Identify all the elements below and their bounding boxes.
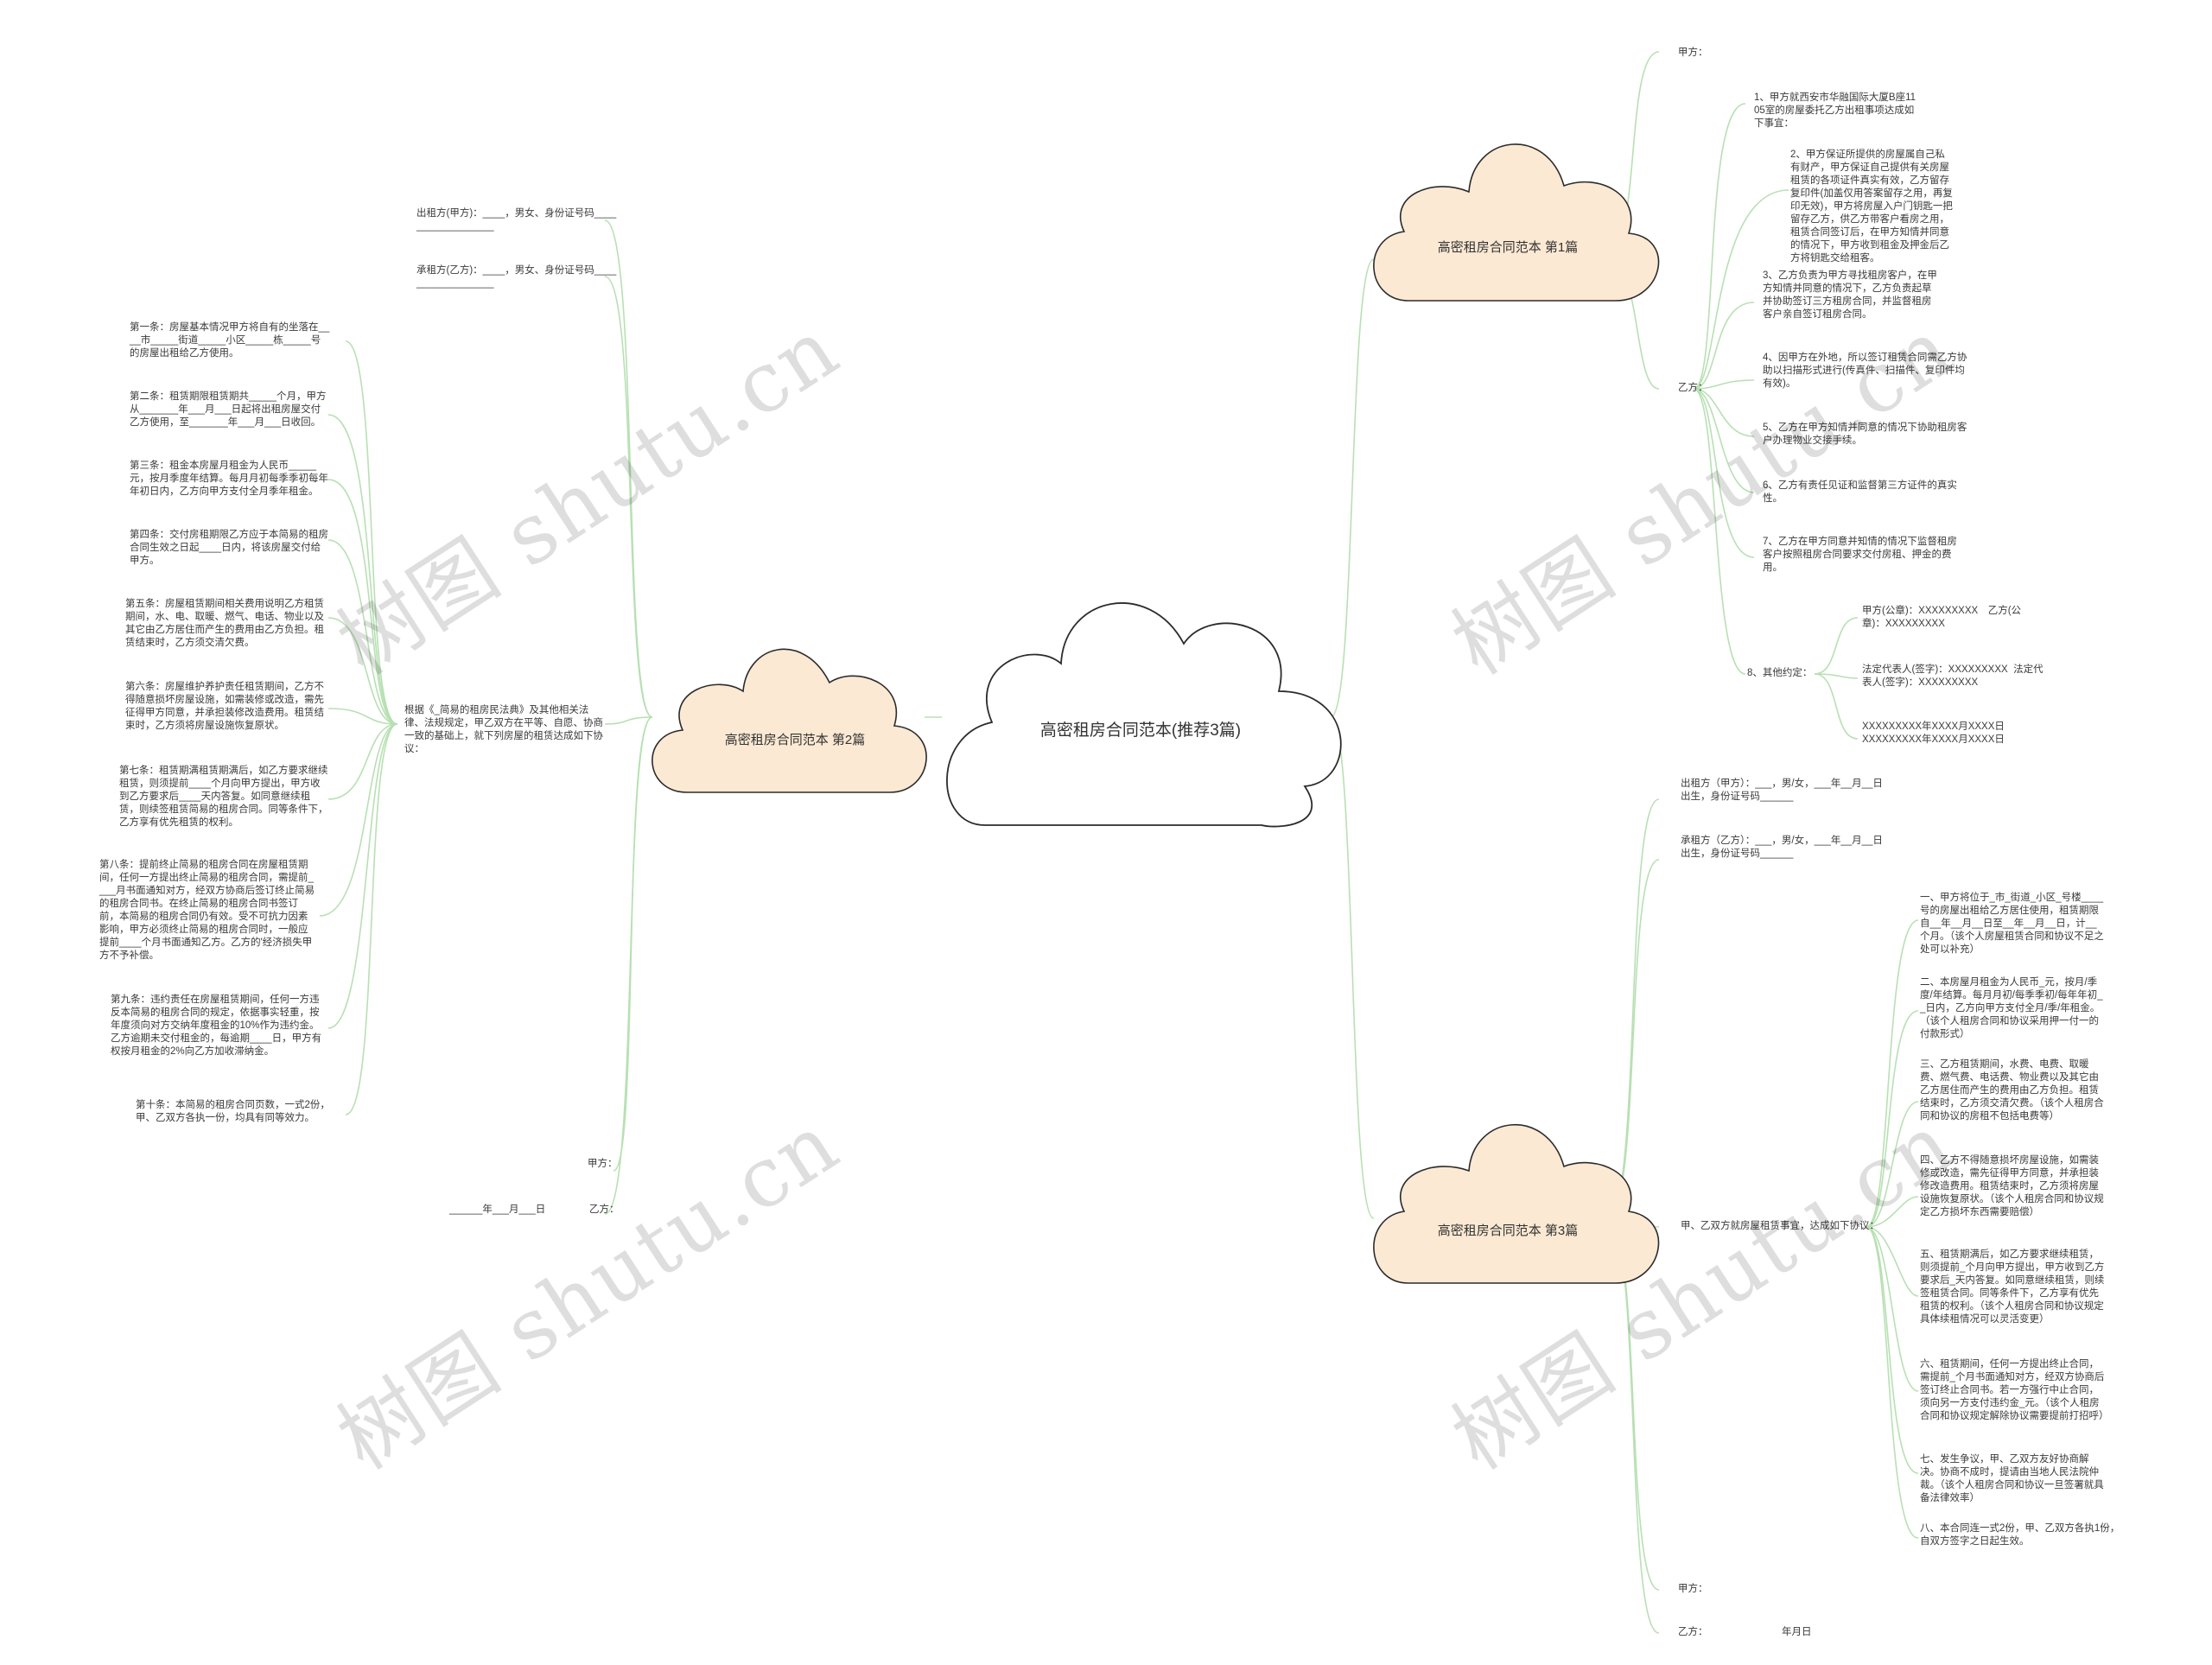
b3-item-3: 三、乙方租赁期间，水费、电费、取暖费、燃气费、电话费、物业费以及其它由乙方居住而… (1920, 1059, 2104, 1122)
b2-chengzufang: 承租方(乙方)：____，男女、身份证号码____ ______________ (416, 265, 617, 289)
b1-yi: 乙方： (1678, 383, 1708, 393)
b2-clause-1: 第一条：房屋基本情况甲方将自有的坐落在____市_____街道_____小区__… (130, 322, 330, 359)
connector-center-b1 (1330, 258, 1375, 718)
b3-item-7: 七、发生争议，甲、乙双方友好协商解决。协商不成时，提请由当地人民法院仲裁。（该个… (1920, 1454, 2104, 1503)
b1-item-1: 1、甲方就西安市华融国际大厦B座1105室的房屋委托乙方出租事项达成如下事宜： (1754, 92, 1916, 129)
branch3-title: 高密租房合同范本 第3篇 (1437, 1223, 1579, 1238)
b2-clause-6: 第六条：房屋维护养护责任租赁期间，乙方不得随意损坏房屋设施，如需装修或改造，需先… (125, 682, 324, 731)
b2-date: ______年___月___日 (449, 1204, 546, 1215)
b2-yi: 乙方： (589, 1204, 620, 1215)
b3-jia: 甲方： (1678, 1584, 1708, 1594)
b2-clause-5: 第五条：房屋租赁期间相关费用说明乙方租赁期间，水、电、取暖、燃气、电话、物业以及… (125, 599, 324, 648)
b1-item-8-sub-3: XXXXXXXXX年XXXX月XXXX日 XXXXXXXXX年XXXX月XXXX… (1862, 721, 2005, 745)
branch3-cloud[interactable] (1373, 1123, 1660, 1284)
b2-genju: 根据《_简易的租房民法典》及其他相关法律、法规规定，甲乙双方在平等、自愿、协商一… (404, 705, 603, 754)
b2-clause-3: 第三条：租金本房屋月租金为人民币_____元，按月季度年结算。每月月初每季季初每… (130, 461, 328, 497)
b3-item-6: 六、租赁期间，任何一方提出终止合同，需提前_个月书面通知对方，经双方协商后签订终… (1920, 1359, 2109, 1421)
b3-date: 年月日 (1782, 1627, 1812, 1637)
center-title: 高密租房合同范本(推荐3篇) (1039, 721, 1242, 740)
b2-clause-10: 第十条：本简易的租房合同页数，一式2份，甲、乙双方各执一份，均具有同等效力。 (136, 1100, 330, 1123)
b3-chuzufang: 出租方（甲方）：___，男/女，___年__月__日出生，身份证号码______ (1681, 778, 1883, 802)
b1-item-8-sub-2: 法定代表人(签字)：XXXXXXXXX 法定代表人(签字)：XXXXXXXXX (1862, 664, 2044, 688)
b1-item-2: 2、甲方保证所提供的房屋属自己私有财产，甲方保证自己提供有关房屋租赁的各项证件真… (1790, 149, 1953, 264)
branch2-title: 高密租房合同范本 第2篇 (724, 733, 866, 747)
b1-item-3: 3、乙方负责为甲方寻找租房客户，在甲方知情并同意的情况下，乙方负责起草并协助签订… (1763, 270, 1937, 320)
b2-clause-9: 第九条：违约责任在房屋租赁期间，任何一方违反本简易的租房合同的规定，依据事实轻重… (111, 995, 322, 1057)
b1-item-7: 7、乙方在甲方同意并知情的情况下监督租房客户按照租房合同要求交付房租、押金的费用… (1763, 537, 1957, 573)
b3-item-8: 八、本合同连一式2份，甲、乙双方各执1份，自双方签字之日起生效。 (1920, 1523, 2120, 1547)
b1-jia: 甲方： (1678, 48, 1708, 58)
b2-chuzufang: 出租方(甲方)：____，男女、身份证号码____ ______________ (416, 208, 617, 232)
b1-item-5: 5、乙方在甲方知情并同意的情况下协助租房客户办理物业交接手续。 (1763, 423, 1967, 446)
b2-clause-4: 第四条：交付房租期限乙方应于本简易的租房合同生效之日起____日内，将该房屋交付… (130, 530, 328, 566)
b2-clause-2: 第二条：租赁期限租赁期共_____个月，甲方从_______年___月___日起… (130, 391, 327, 428)
b3-item-1: 一、甲方将位于_市_街道_小区_号楼____号的房屋出租给乙方居住使用，租赁期限… (1920, 893, 2104, 955)
b3-item-2: 二、本房屋月租金为人民币_元，按月/季度/年结算。每月月初/每季季初/每年年初_… (1920, 977, 2103, 1039)
b1-item-8-sub-1: 甲方(公章)：XXXXXXXXX 乙方(公章)：XXXXXXXXX (1862, 606, 2022, 629)
b2-clause-7: 第七条：租赁期满租赁期满后，如乙方要求继续租赁，则须提前____个月向甲方提出，… (119, 766, 328, 828)
branch1-title: 高密租房合同范本 第1篇 (1437, 240, 1579, 255)
b1-item-8: 8、其他约定： (1747, 668, 1813, 678)
b2-clause-8: 第八条：提前终止简易的租房合同在房屋租赁期间，任何一方提出终止简易的租房合同，需… (99, 860, 315, 961)
branch2-cloud[interactable] (652, 648, 927, 793)
connector-center-b3 (1330, 716, 1375, 1219)
connector-lines (319, 51, 1919, 1634)
b3-item-4: 四、乙方不得随意损坏房屋设施，如需装修或改造，需先征得甲方同意，并承担装修改造费… (1920, 1155, 2104, 1217)
b1-item-4: 4、因甲方在外地，所以签订租赁合同需乙方协助以扫描形式进行(传真件、扫描件、复印… (1763, 353, 1967, 389)
b3-chengzufang: 承租方（乙方）：___，男/女，___年__月__日出生，身份证号码______ (1681, 836, 1883, 859)
b3-item-5: 五、租赁期满后，如乙方要求继续租赁，则须提前_个月向甲方提出，甲方收到乙方要求后… (1920, 1249, 2105, 1325)
branch1-cloud[interactable] (1373, 143, 1660, 302)
b3-yi: 乙方： (1678, 1627, 1708, 1637)
b2-jia: 甲方： (588, 1159, 618, 1169)
b1-item-6: 6、乙方有责任见证和监督第三方证件的真实性。 (1763, 480, 1957, 504)
b3-shixiang: 甲、乙双方就房屋租赁事宜，达成如下协议： (1681, 1221, 1879, 1231)
center-cloud[interactable] (946, 602, 1342, 828)
